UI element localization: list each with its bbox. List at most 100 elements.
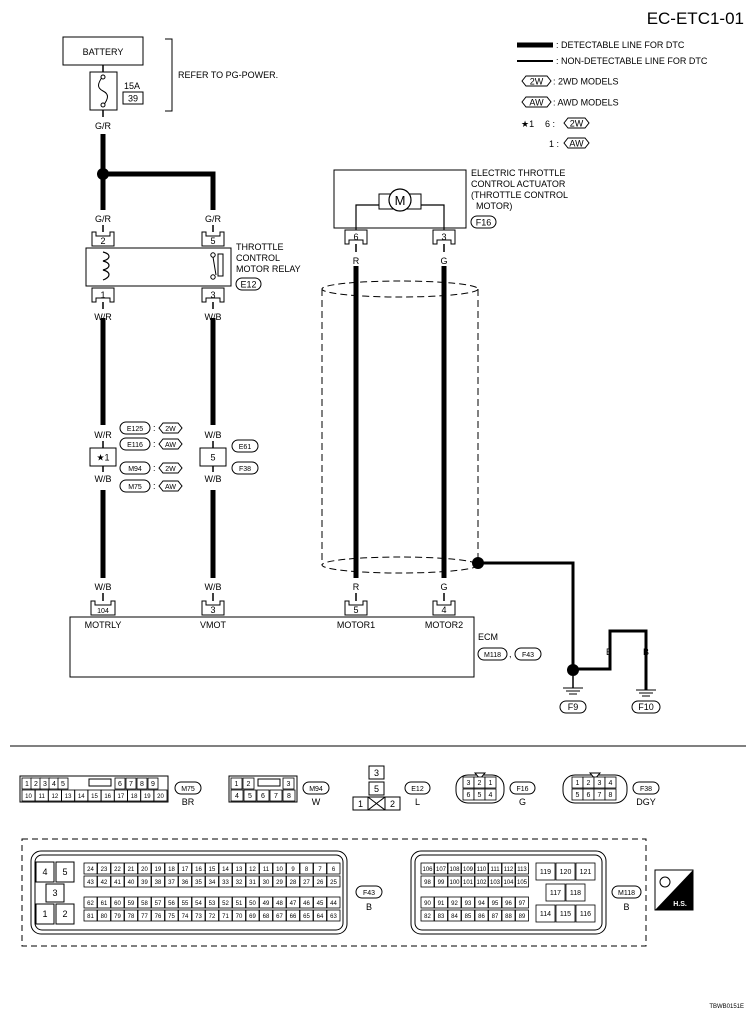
f43-pin-62: 62 [87,901,94,907]
f43-pin-75: 75 [168,914,175,920]
f16-pin-1: 1 [489,780,493,787]
m118-pin-107: 107 [436,867,447,873]
pin-cell [515,896,529,909]
pin-cell [326,862,341,875]
relay-wire-br: W/B [205,312,222,322]
m118-pin-119: 119 [540,869,551,876]
f43-pin-44: 44 [330,901,337,907]
relay-pin-br: 3 [210,290,215,300]
pin-cell [114,777,126,790]
tag-aw-star: AW [569,139,584,149]
m118-pin-115: 115 [560,911,571,918]
pin-cell [205,896,219,909]
f43-pin-25: 25 [330,880,337,886]
pin-cell [178,909,192,922]
m75-color: BR [182,797,195,807]
pin-cell [420,896,435,909]
pin-cell [299,862,314,875]
pin-cell [232,862,246,875]
m94-pin-6: 6 [261,793,265,800]
battery-block: BATTERY 15A 39 REFER TO PG-POWER. G/R [62,36,278,131]
f43-pin-55: 55 [182,901,189,907]
ecm-wire-3: R [353,582,360,592]
pin-cell [299,875,314,888]
m94-pin-3: 3 [287,781,291,788]
pin-cell [242,777,255,790]
m94-pin-5: 5 [248,793,252,800]
joint-left: W/R ★1 W/B E125 : 2W E116 : AW M94 : 2W … [89,421,183,493]
pin-cell [218,909,233,922]
m118-pin-93: 93 [465,901,472,907]
pin-cell [178,896,192,909]
actuator-pin-left: 6 [353,232,358,242]
m118-pin-87: 87 [492,914,499,920]
m75-pin-9: 9 [151,781,155,788]
m118-pin-112: 112 [504,867,514,873]
pin-cell [474,896,489,909]
f43-pin-12: 12 [249,867,256,873]
pin-cell [125,777,137,790]
f38-pin-1: 1 [576,780,580,787]
m118-pin-110: 110 [477,867,487,873]
relay-name-3: MOTOR RELAY [236,264,301,274]
m118-pin-121: 121 [580,869,592,876]
f43-pin-53: 53 [209,901,216,907]
tag-2w-star: 2W [570,119,584,129]
pin-cell [501,909,516,922]
f43-pin-72: 72 [209,914,216,920]
pin-cell [110,909,125,922]
pin-cell [230,789,244,802]
f38-pin-5: 5 [576,792,580,799]
pin-cell [259,909,273,922]
m118-pin-118: 118 [570,890,581,897]
f43-pin-24: 24 [87,867,94,873]
m118-pin-89: 89 [519,914,526,920]
tag-aw: AW [529,98,544,108]
f16-pin-5: 5 [478,792,482,799]
f43-pin-38: 38 [155,880,162,886]
f43-pin-40: 40 [128,880,135,886]
f43-pin-67: 67 [276,914,283,920]
pin-cell [488,875,502,888]
pin-cell [147,777,159,790]
pin-cell [97,875,111,888]
pin-cell [286,896,300,909]
m118-pin-96: 96 [505,901,512,907]
pin-cell [474,909,489,922]
grounds: B B F9 F10 [559,629,661,714]
pin-cell [110,862,125,875]
joint-right-wire-top: W/B [205,430,222,440]
joint-conn-m75: M75 [128,484,142,491]
actuator-pin-right: 3 [441,232,446,242]
f16-color: G [519,797,526,807]
pin-cell [604,776,617,789]
f43-big-5: 5 [62,867,67,877]
pin-cell [83,896,98,909]
f43-pin-30: 30 [263,880,270,886]
f43-pin-52: 52 [222,901,229,907]
joint-left-wire-bottom: W/B [95,474,112,484]
legend-star1: ★1 [521,119,534,129]
pin-cell [272,862,287,875]
ecm-connectors-frame [21,838,647,947]
actuator-name-2: CONTROL ACTUATOR [471,179,566,189]
pin-cell [232,875,246,888]
joint-right-pin: 5 [210,453,215,463]
pin-cell [515,909,529,922]
f43-pin-33: 33 [222,880,229,886]
joint-conn-e61: E61 [239,444,252,451]
joint-left-wire-top: W/R [94,430,112,440]
f43-big-2: 2 [62,909,67,919]
m75-pin-10: 10 [25,794,32,800]
m75-pin-16: 16 [104,794,111,800]
pin-cell [420,909,435,922]
ecm-block: W/B W/B R G 104 3 5 4 MOTRLY VMOT MOTOR1… [69,582,542,678]
actuator-connector: F16 [476,218,492,228]
pin-cell [151,909,165,922]
pin-cell [420,862,435,875]
pin-cell [326,909,341,922]
f43-pin-43: 43 [87,880,94,886]
f43-pin-35: 35 [195,880,202,886]
